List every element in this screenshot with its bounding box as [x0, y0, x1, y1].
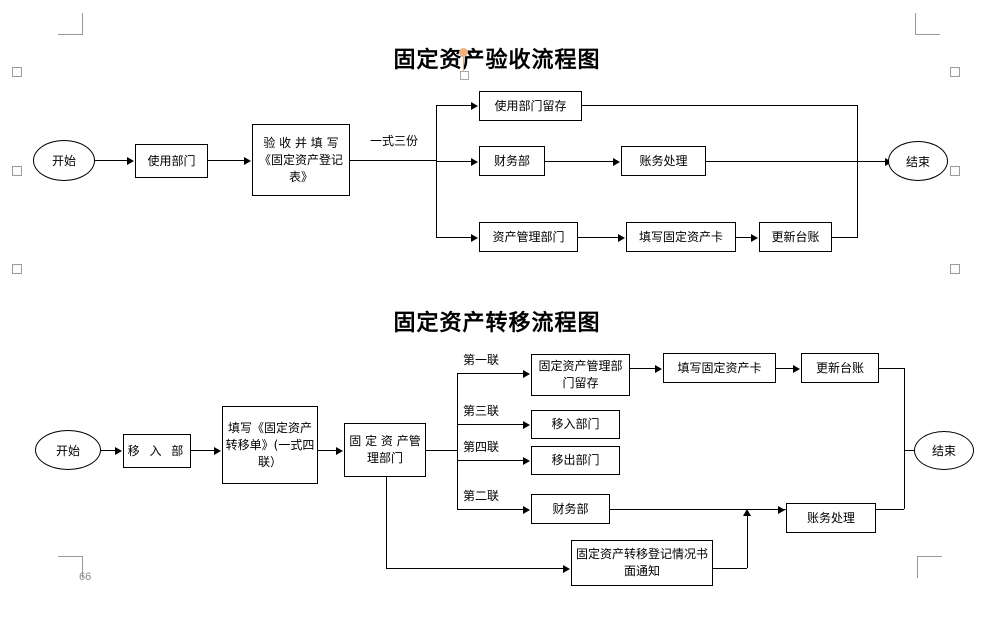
chart-title-transfer: 固定资产转移流程图 — [393, 310, 601, 336]
text-cursor-marker — [459, 48, 468, 57]
arrowhead-to-accounting — [613, 158, 620, 166]
node-acceptance-end[interactable]: 结束 — [888, 141, 948, 181]
edge-use-dept-keep-to-end-bus — [582, 105, 858, 106]
node-transfer-move-in-dept[interactable]: 移 入 部 — [123, 434, 191, 468]
node-acceptance-asset-mgmt-dept[interactable]: 资产管理部门 — [479, 222, 578, 252]
edge-accounting-to-end-bus — [706, 161, 858, 162]
edge-split-to-asset-mgmt — [436, 237, 471, 238]
arrowhead-to-accounting-transfer — [778, 506, 785, 514]
node-acceptance-use-dept-keep[interactable]: 使用部门留存 — [479, 91, 582, 121]
edge-bus-to-mgmt-keep — [457, 373, 523, 374]
arrowhead-to-mgmt-keep — [523, 370, 530, 378]
node-transfer-update-ledger[interactable]: 更新台账 — [801, 353, 879, 383]
margin-handle-right-middle[interactable] — [950, 166, 960, 176]
arrowhead-to-use-dept — [127, 157, 134, 165]
node-acceptance-use-dept[interactable]: 使用部门 — [135, 144, 208, 178]
edge-accounting-to-merge-bus — [876, 509, 904, 510]
arrowhead-to-finance — [471, 158, 478, 166]
edge-written-notice-riser — [747, 516, 748, 568]
arrowhead-to-use-dept-keep — [471, 102, 478, 110]
merge-bus-acceptance — [857, 105, 858, 238]
edge-fill-card-to-update-ledger — [736, 237, 753, 238]
edge-transfer-start-to-move-in-dept — [101, 450, 115, 451]
edge-label-copy-1: 第一联 — [463, 351, 500, 368]
edge-written-notice-right — [713, 568, 747, 569]
page-corner-mark-top-right — [915, 13, 940, 35]
node-transfer-written-notice[interactable]: 固定资产转移登记情况书面通知 — [571, 540, 713, 586]
edge-bus-to-move-in — [457, 424, 523, 425]
edge-finance-to-accounting — [545, 161, 613, 162]
edge-start-to-use-dept — [95, 160, 127, 161]
edge-use-dept-to-accept — [208, 160, 244, 161]
arrowhead-to-move-out — [523, 457, 530, 465]
edge-label-copy-2: 第二联 — [463, 487, 500, 504]
edge-asset-mgmt-to-fill-card — [578, 237, 618, 238]
edge-update-ledger-to-end-bus — [832, 237, 858, 238]
split-bus-transfer — [457, 373, 458, 510]
margin-handle-left-middle[interactable] — [12, 166, 22, 176]
node-acceptance-accounting[interactable]: 账务处理 — [621, 146, 706, 176]
edge-drop-to-written-notice — [386, 568, 563, 569]
text-cursor-stem — [463, 56, 464, 72]
page-corner-mark-bottom-left — [58, 556, 83, 578]
margin-handle-right-bottom[interactable] — [950, 264, 960, 274]
arrowhead-to-asset-mgmt-transfer — [336, 447, 343, 455]
edge-fill-card-to-update-ledger-transfer — [776, 368, 793, 369]
margin-handle-left-top[interactable] — [12, 67, 22, 77]
edge-fill-form-to-asset-mgmt — [318, 450, 336, 451]
node-transfer-finance-dept[interactable]: 财务部 — [531, 494, 610, 524]
arrowhead-to-written-notice — [563, 565, 570, 573]
edge-label-triplicate: 一式三份 — [370, 132, 419, 149]
split-bus-acceptance — [436, 105, 437, 238]
node-transfer-mgmt-keep[interactable]: 固定资产管理部门留存 — [531, 354, 630, 396]
arrowhead-written-notice-into-accounting-line — [743, 509, 751, 516]
edge-mgmt-keep-to-fill-card — [630, 368, 655, 369]
arrowhead-to-move-in — [523, 421, 530, 429]
edge-label-copy-3: 第三联 — [463, 402, 500, 419]
edge-update-ledger-to-merge-bus — [879, 368, 904, 369]
edge-split-to-use-dept-keep — [436, 105, 471, 106]
node-transfer-fill-card[interactable]: 填写固定资产卡 — [663, 353, 776, 383]
chart-title-acceptance: 固定资产验收流程图 — [393, 47, 601, 73]
arrowhead-to-fill-card-transfer — [655, 365, 662, 373]
arrowhead-to-update-ledger-transfer — [793, 365, 800, 373]
margin-handle-right-top[interactable] — [950, 67, 960, 77]
arrowhead-to-fill-card — [618, 234, 625, 242]
edge-merge-bus-to-end-transfer — [904, 450, 921, 451]
node-acceptance-update-ledger[interactable]: 更新台账 — [759, 222, 832, 252]
arrowhead-to-finance-transfer — [523, 506, 530, 514]
node-transfer-fill-form[interactable]: 填写《固定资产转移单》(一式四联） — [222, 406, 318, 484]
arrowhead-to-move-in-dept — [115, 447, 122, 455]
edge-accept-to-split — [350, 160, 437, 161]
node-transfer-asset-mgmt-dept[interactable]: 固 定 资 产管理部门 — [344, 423, 426, 477]
node-acceptance-fill-register[interactable]: 验 收 并 填 写《固定资产登记表》 — [252, 124, 350, 196]
node-transfer-move-out[interactable]: 移出部门 — [531, 446, 620, 475]
arrowhead-to-accept — [244, 157, 251, 165]
edge-bus-to-finance-transfer — [457, 509, 523, 510]
margin-handle-left-bottom[interactable] — [12, 264, 22, 274]
node-transfer-move-in[interactable]: 移入部门 — [531, 410, 620, 439]
arrowhead-to-fill-form — [214, 447, 221, 455]
arrowhead-to-asset-mgmt — [471, 234, 478, 242]
edge-move-in-dept-to-fill-form — [191, 450, 214, 451]
edge-split-to-finance — [436, 161, 471, 162]
text-cursor-anchor — [460, 71, 469, 80]
edge-label-copy-4: 第四联 — [463, 438, 500, 455]
node-acceptance-fill-card[interactable]: 填写固定资产卡 — [626, 222, 736, 252]
node-acceptance-finance-dept[interactable]: 财务部 — [479, 146, 545, 176]
node-transfer-end[interactable]: 结束 — [914, 431, 974, 470]
edge-asset-mgmt-drop — [386, 477, 387, 568]
node-transfer-start[interactable]: 开始 — [35, 430, 101, 470]
edge-bus-to-move-out — [457, 460, 523, 461]
edge-asset-mgmt-to-branch-bus — [426, 450, 457, 451]
page-corner-mark-bottom-right — [917, 556, 942, 578]
node-acceptance-start[interactable]: 开始 — [33, 140, 95, 181]
edge-finance-to-accounting-transfer — [610, 509, 786, 510]
edge-bus-to-end — [857, 161, 885, 162]
arrowhead-to-update-ledger — [751, 234, 758, 242]
page-number: 66 — [79, 571, 92, 583]
page-corner-mark-top-left — [58, 13, 83, 35]
node-transfer-accounting[interactable]: 账务处理 — [786, 503, 876, 533]
merge-bus-transfer — [904, 368, 905, 509]
